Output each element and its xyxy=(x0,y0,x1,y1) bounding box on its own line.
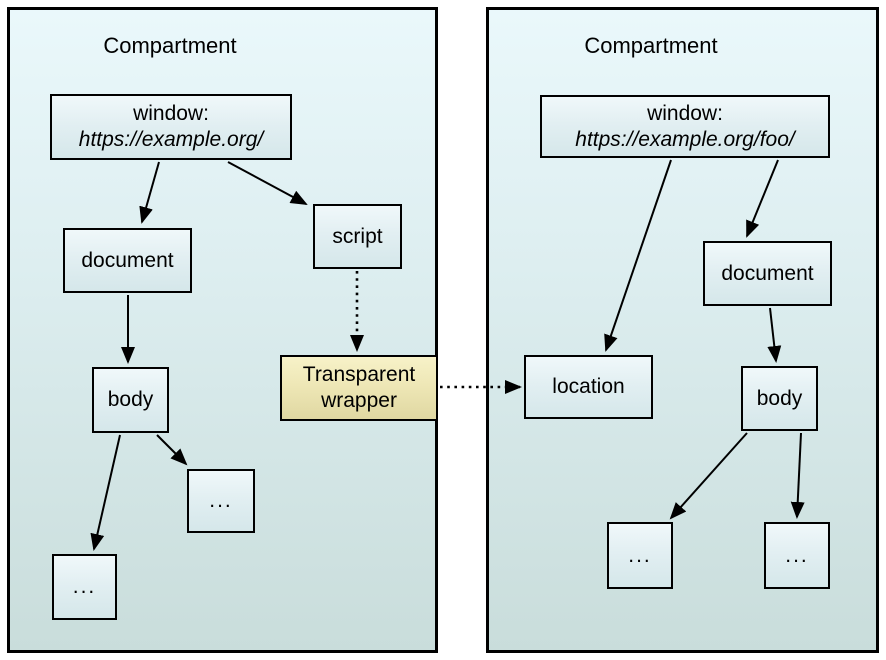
window-right-label: window: xyxy=(647,101,723,125)
body-right-label: body xyxy=(756,386,803,410)
arrow-body-to-dots1-left xyxy=(90,434,121,551)
window-left-label: window: xyxy=(133,102,209,125)
dots2-right-label: ... xyxy=(785,543,809,567)
body-left-label: body xyxy=(107,388,154,411)
node-body-left: body xyxy=(92,367,169,433)
compartment-left-title: Compartment xyxy=(103,33,237,58)
arrow-window-to-script xyxy=(227,161,308,205)
node-window-right: window: https://example.org/foo/ xyxy=(540,95,830,158)
arrow-window-to-document-right xyxy=(746,159,779,238)
node-document-left: document xyxy=(63,228,192,293)
dots1-right-label: ... xyxy=(628,543,652,567)
node-script: script xyxy=(313,204,402,269)
node-dots2-left: ... xyxy=(187,469,255,533)
node-window-left: window: https://example.org/ xyxy=(50,94,292,160)
document-left-label: document xyxy=(81,248,174,272)
dots1-left-label: ... xyxy=(72,575,97,598)
window-left-url: https://example.org/ xyxy=(78,128,264,151)
node-dots1-left: ... xyxy=(52,554,117,620)
node-transparent-wrapper: Transparent wrapper xyxy=(280,355,438,421)
arrow-window-to-document-left xyxy=(139,161,160,224)
arrow-body-to-dots2-right xyxy=(790,432,805,519)
arrow-document-to-body-right xyxy=(767,307,782,363)
node-location: location xyxy=(524,355,653,419)
transparent-wrapper-label: Transparent wrapper xyxy=(302,363,416,412)
arrow-body-to-dots2-left xyxy=(156,434,188,466)
location-label: location xyxy=(552,375,625,398)
compartment-right-title: Compartment xyxy=(584,33,718,58)
node-body-right: body xyxy=(741,366,818,431)
dots2-left-label: ... xyxy=(209,489,233,512)
node-document-right: document xyxy=(703,241,832,306)
arrow-window-to-location-right xyxy=(604,159,672,352)
arrow-body-to-dots1-right xyxy=(669,432,748,520)
node-dots2-right: ... xyxy=(764,522,830,589)
document-right-label: document xyxy=(721,261,814,285)
window-right-url: https://example.org/foo/ xyxy=(575,127,795,151)
node-dots1-right: ... xyxy=(607,522,673,589)
script-label: script xyxy=(332,224,383,248)
